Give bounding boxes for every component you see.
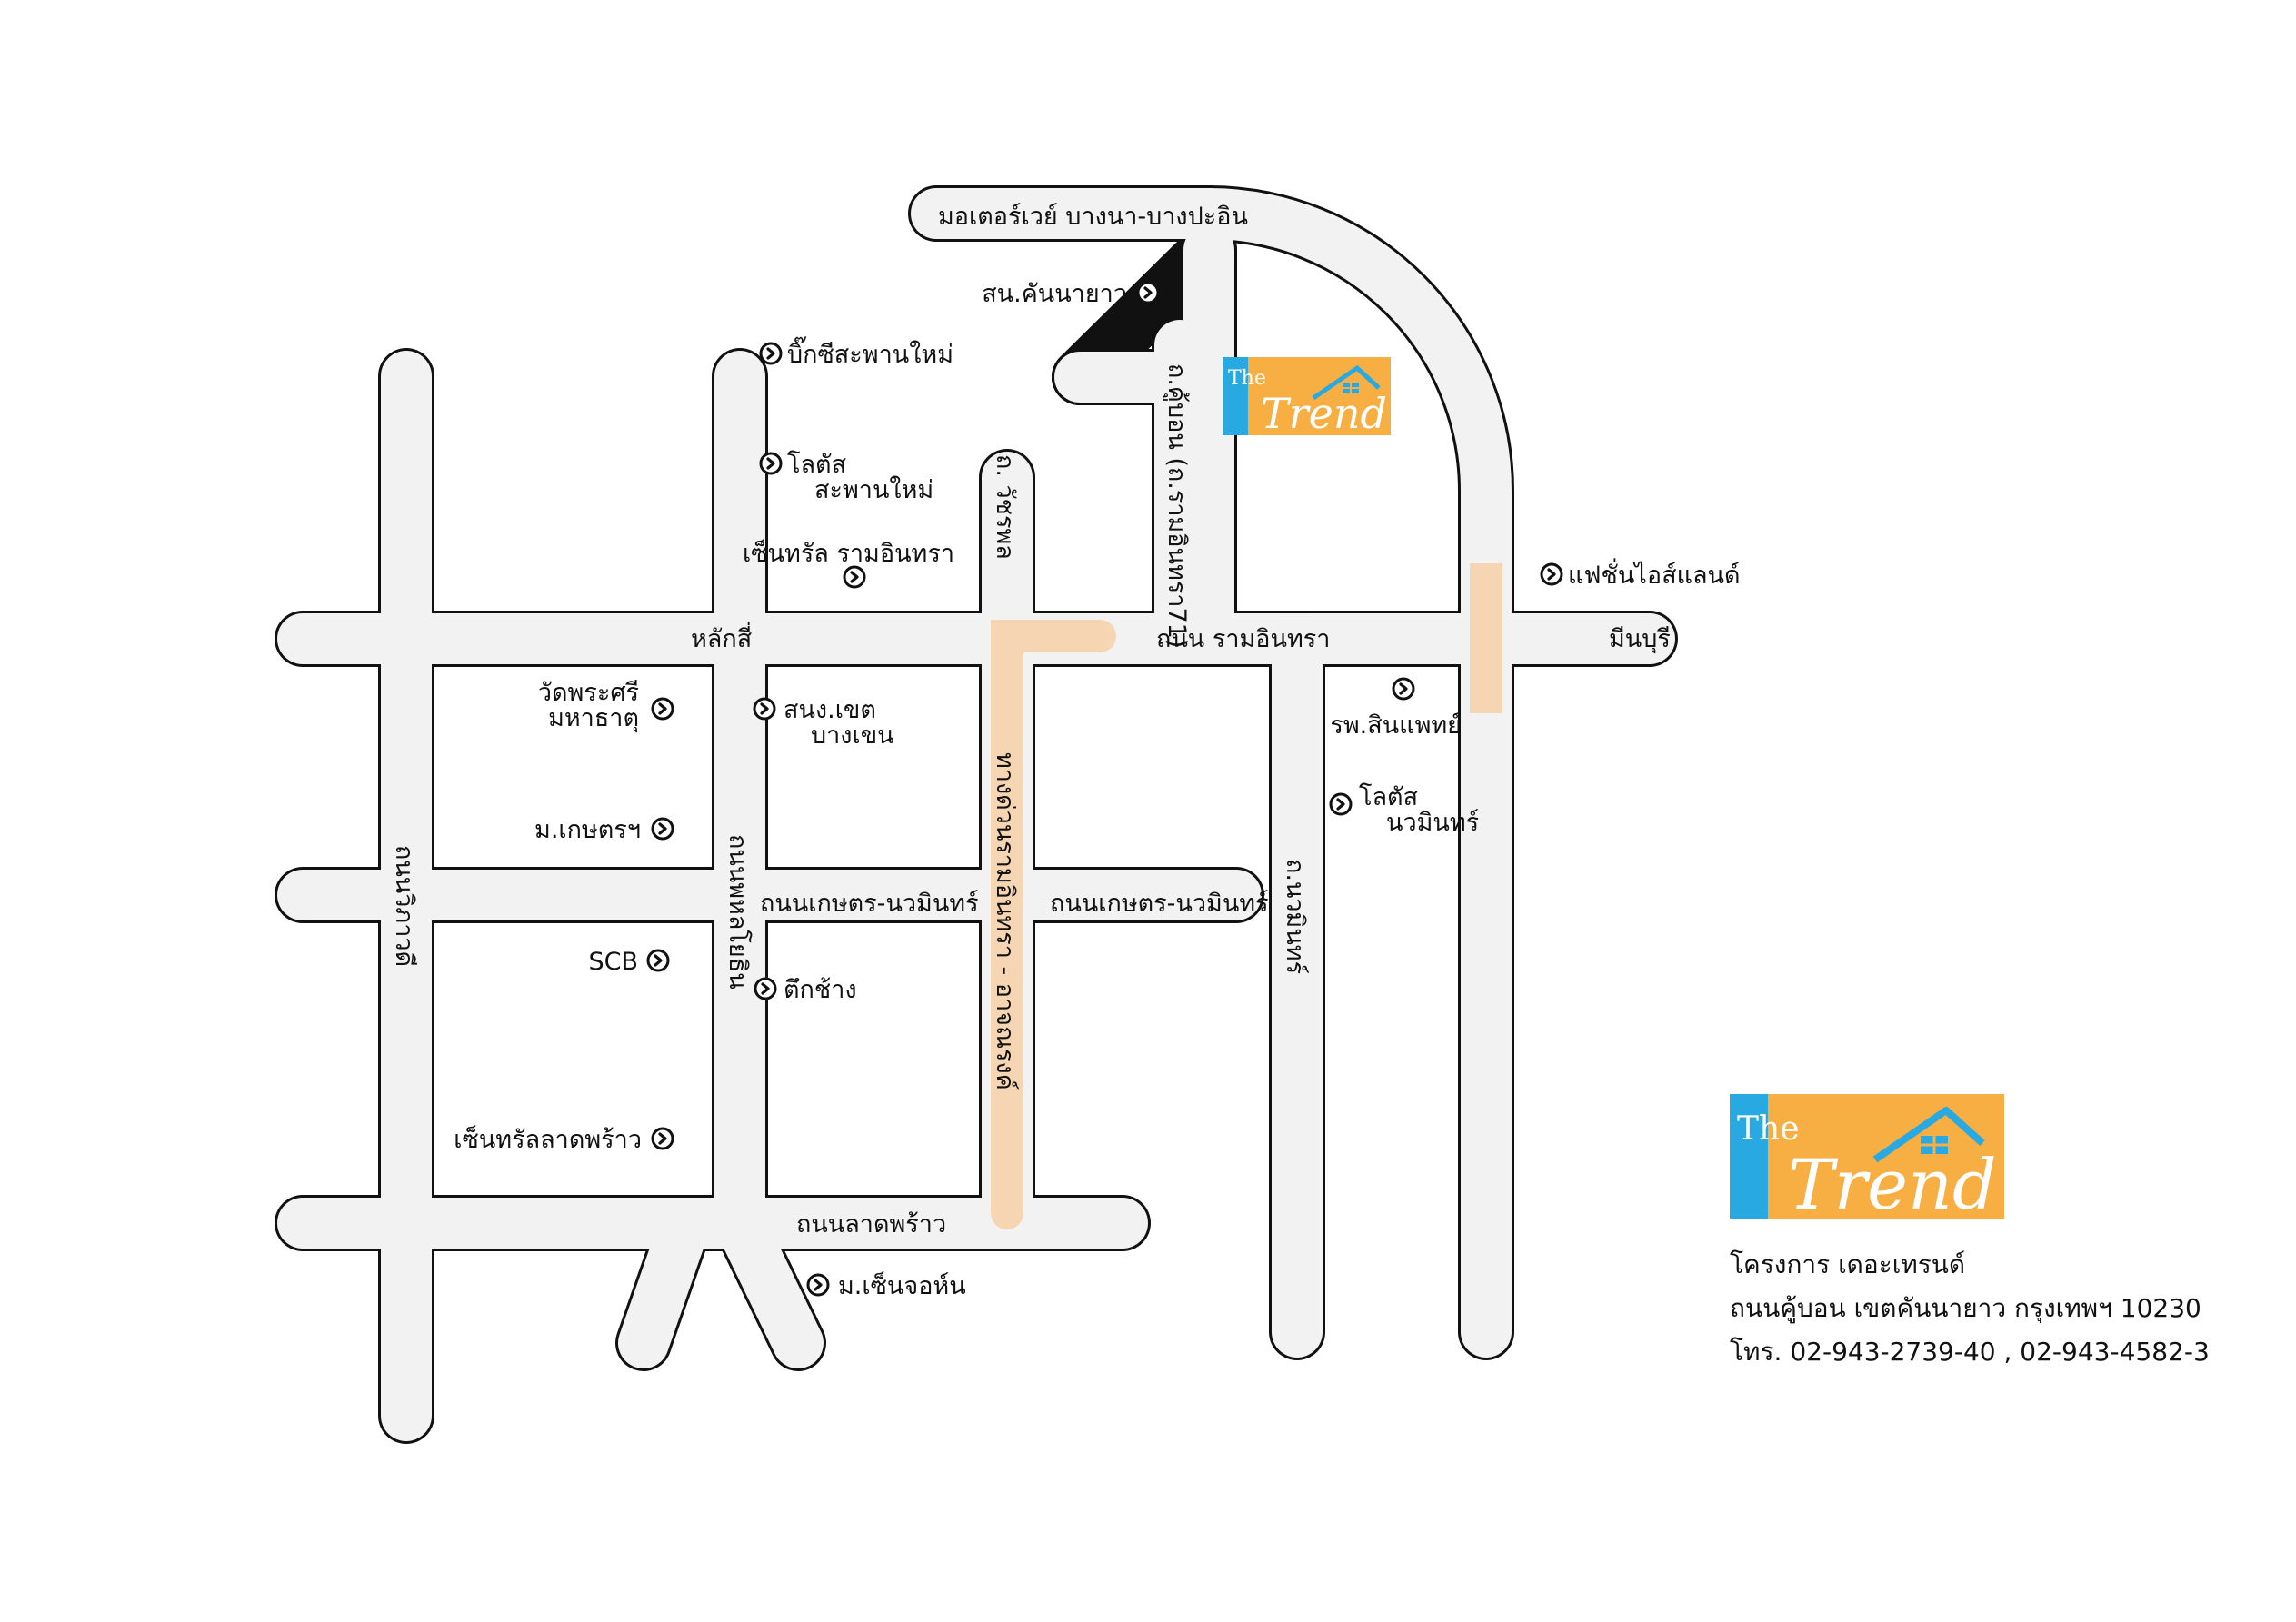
landmark-central-ladprao: เซ็นทรัลลาดพร้าว [454, 1123, 674, 1154]
landmark-label: บิ๊กซีสะพานใหม่ [787, 336, 953, 369]
landmark-pin-icon [651, 1127, 674, 1150]
landmark-pin-icon [1136, 281, 1160, 304]
map-logo-trend: Trend [1261, 389, 1387, 438]
road-label-ramintra: ถนน รามอินทรา [1156, 625, 1330, 653]
landmark-pin-icon [1392, 677, 1415, 701]
road-label-watcharaphon: ถ. วัชรพล [991, 454, 1019, 560]
landmark-pin-icon [843, 565, 866, 589]
landmark-scb: SCB [588, 948, 670, 976]
landmark-pin-icon [754, 977, 777, 1000]
landmark-label: สนง.เขตบางเขน [784, 696, 894, 750]
landmark-pin-icon [753, 697, 776, 721]
expressway-highlight [991, 620, 1116, 1229]
brand-logo-orange-block [1730, 1094, 2004, 1219]
road-label-kaset-nawamin-east: ถนนเกษตร-นวมินทร์ [1050, 889, 1269, 918]
road-label-lat-phrao: ถนนลาดพร้าว [796, 1210, 946, 1239]
landmark-pin-icon [759, 452, 783, 475]
landmark-pin-icon [1540, 562, 1563, 586]
landmark-bangkhen-district: สนง.เขตบางเขน [753, 696, 894, 750]
landmark-pin-icon [651, 697, 674, 721]
landmark-label: โลตัสนวมินทร์ [1359, 783, 1479, 837]
map-logo-the: The [1228, 367, 1266, 390]
landmark-label: โลตัสสะพานใหม่ [787, 451, 933, 504]
brand-logo-house-icon [1872, 1107, 1985, 1163]
brand-logo: The Trend [1730, 1094, 2004, 1225]
road-label-motorway: มอเตอร์เวย์ บางนา-บางปะอิน [938, 202, 1248, 231]
landmark-central-ramintra: เซ็นทรัล รามอินทรา [743, 537, 954, 589]
landmark-sinphaet-hospital: รพ.สินแพทย์ [1330, 677, 1462, 740]
project-phone: โทร. 02-943-2739-40 , 02-943-4582-3 [1730, 1337, 2210, 1367]
landmark-wat-phra-si: วัดพระศรีมหาธาตุ [538, 679, 674, 733]
road-label-lak-si: หลักสี่ [691, 622, 752, 653]
road-label-khu-bon: ถ.คู้บอน (ถ.รามอินทรา71) [1163, 363, 1191, 648]
landmark-label: รพ.สินแพทย์ [1330, 711, 1462, 740]
landmark-label: SCB [588, 948, 638, 976]
project-name: โครงการ เดอะเทรนด์ [1730, 1249, 1966, 1279]
landmark-st-john-university: ม.เซ็นจอห์น [806, 1269, 966, 1300]
project-address: ถนนคู้บอน เขตคันนายาว กรุงเทพฯ 10230 [1730, 1293, 2201, 1323]
road-label-nawamin: ถ.นวมินทร์ [1281, 859, 1310, 974]
landmark-pin-icon [1329, 792, 1353, 816]
landmark-lotus-saphan-mai: โลตัสสะพานใหม่ [759, 451, 933, 504]
landmark-pin-icon [651, 817, 674, 841]
landmark-label: วัดพระศรีมหาธาตุ [538, 679, 639, 733]
landmark-kannayao-police: สน.คันนายาว [982, 280, 1160, 308]
brand-logo-blue-strip [1730, 1094, 1768, 1219]
landmark-pin-icon [759, 342, 783, 365]
project-info: โครงการ เดอะเทรนด์ ถนนคู้บอน เขตคันนายาว… [1730, 1243, 2210, 1374]
landmark-label: ม.เกษตรฯ [534, 816, 641, 844]
map-logo: The Trend [1223, 357, 1391, 438]
landmark-pin-icon [646, 949, 670, 972]
landmark-label: แฟชั่นไอส์แลนด์ [1568, 558, 1741, 590]
landmark-tuk-chang: ตึกช้าง [754, 976, 857, 1004]
landmark-label: เซ็นทรัล รามอินทรา [743, 537, 954, 568]
landmark-big-c-saphan-mai: บิ๊กซีสะพานใหม่ [759, 336, 953, 369]
landmark-layer: สน.คันนายาวบิ๊กซีสะพานใหม่โลตัสสะพานใหม่… [454, 280, 1740, 1300]
map-logo-blue-strip [1223, 357, 1248, 435]
landmark-label: ตึกช้าง [784, 976, 857, 1004]
landmark-label: ม.เซ็นจอห์น [838, 1269, 966, 1300]
road-label-phahonyothin: ถนนพหลโยธิน [724, 834, 752, 990]
landmark-label: สน.คันนายาว [982, 280, 1127, 308]
road-label-kaset-nawamin-west: ถนนเกษตร-นวมินทร์ [760, 889, 979, 918]
brand-logo-trend: Trend [1788, 1144, 1997, 1225]
brand-logo-the: The [1737, 1110, 1800, 1148]
landmark-pin-icon [806, 1273, 830, 1297]
landmark-label: เซ็นทรัลลาดพร้าว [454, 1123, 642, 1154]
road-label-min-buri: มีนบุรี [1609, 625, 1671, 654]
landmark-kaset-university: ม.เกษตรฯ [534, 816, 674, 844]
landmark-fashion-island: แฟชั่นไอส์แลนด์ [1540, 558, 1741, 590]
map-logo-house-icon [1312, 365, 1381, 401]
road-label-vibhavadi: ถนนวิภาวดี [390, 845, 418, 967]
road-label-expressway: ทางด่วนรามอินทรา - อาจณรงค์ [991, 752, 1020, 1090]
landmark-lotus-nawamin: โลตัสนวมินทร์ [1329, 783, 1479, 837]
